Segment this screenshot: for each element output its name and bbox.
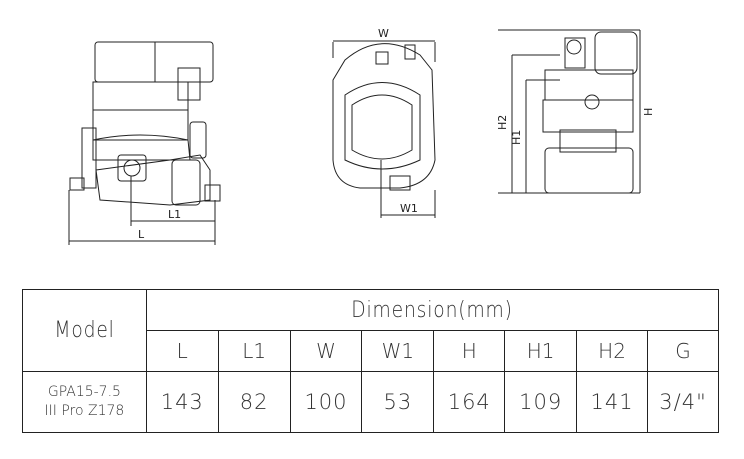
dim-label-L1: L1 <box>168 208 181 221</box>
column-header-H: H <box>433 330 506 372</box>
pump-rear-view <box>498 29 641 194</box>
value-L1: 82 <box>217 371 291 433</box>
value-W1: 53 <box>361 371 435 433</box>
value-H2: 141 <box>576 371 648 433</box>
pump-front-view <box>332 40 436 218</box>
model-line-2: III Pro Z178 <box>44 403 125 419</box>
dim-label-L: L <box>138 228 145 241</box>
dim-label-H1: H1 <box>510 130 523 145</box>
value-L: 143 <box>145 371 219 433</box>
dim-label-H2: H2 <box>496 115 509 130</box>
value-H: 164 <box>433 371 506 433</box>
column-header-G: G <box>647 330 719 372</box>
dimension-table: Model Dimension(mm) L L1 W W1 H H1 H2 G … <box>22 289 720 433</box>
value-H1: 109 <box>504 371 578 433</box>
pump-side-view <box>68 41 221 245</box>
model-header: Model <box>22 289 147 372</box>
dimension-header: Dimension(mm) <box>145 289 720 331</box>
pump-technical-drawings: L1 L W W1 H2 H1 H <box>68 27 655 245</box>
dim-label-W: W <box>378 27 389 40</box>
column-header-H2: H2 <box>576 330 648 372</box>
column-header-H1: H1 <box>504 330 578 372</box>
model-line-1: GPA15-7.5 <box>47 384 121 400</box>
table-row: GPA15-7.5 III Pro Z178 143 82 100 53 164… <box>22 371 719 433</box>
model-cell: GPA15-7.5 III Pro Z178 <box>22 371 147 433</box>
value-G: 3/4" <box>647 371 719 433</box>
column-header-W: W <box>289 330 363 372</box>
column-header-W1: W1 <box>361 330 435 372</box>
column-header-L: L <box>145 330 219 372</box>
dim-label-W1: W1 <box>400 202 418 215</box>
value-W: 100 <box>289 371 363 433</box>
column-header-L1: L1 <box>217 330 291 372</box>
dim-label-H: H <box>642 108 655 116</box>
